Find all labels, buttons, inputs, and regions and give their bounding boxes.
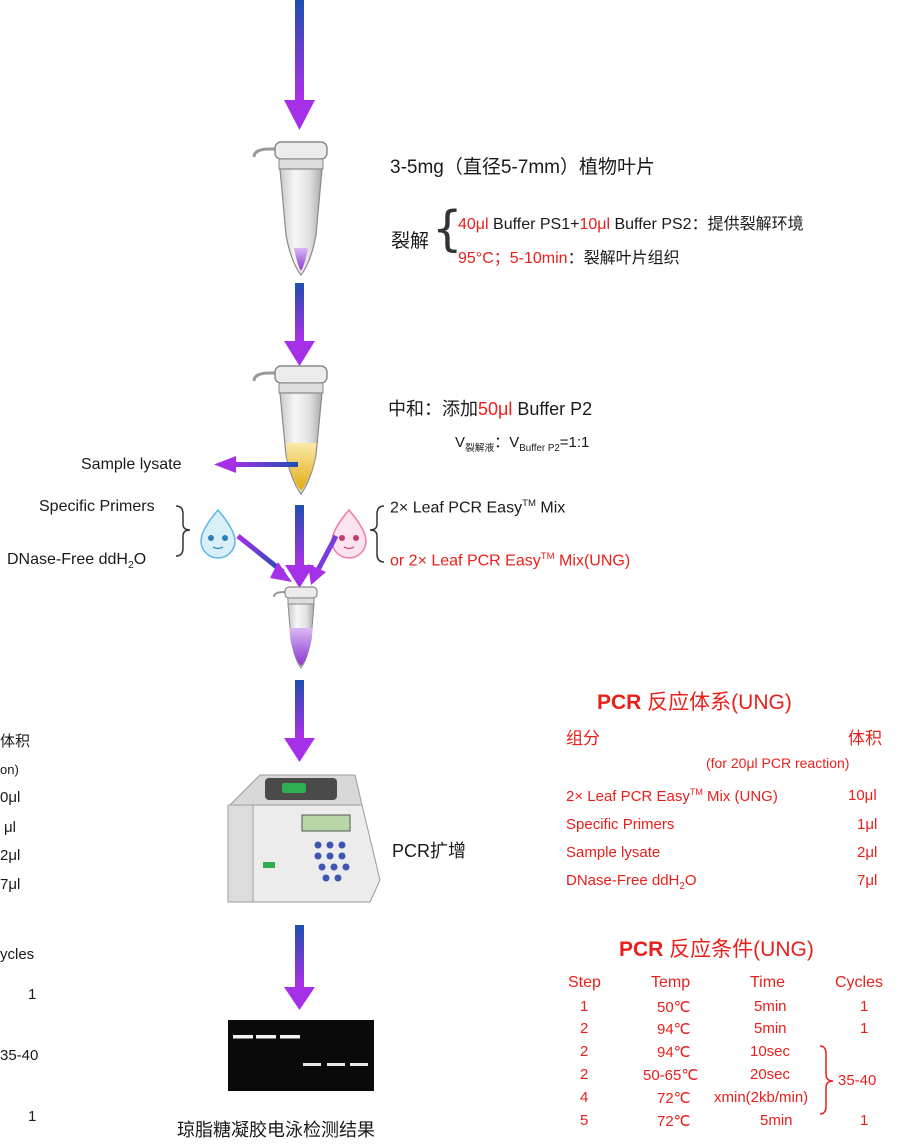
- left-val-1: 0μl: [0, 789, 21, 806]
- brace-mix: [369, 505, 385, 563]
- lysis-line-1: 40μl Buffer PS1+10μl Buffer PS2：提供裂解环境: [458, 216, 804, 233]
- reaction-note: (for 20μl PCR reaction): [706, 755, 850, 771]
- step-cell: 5: [580, 1112, 589, 1129]
- time-cell: 10sec: [750, 1043, 791, 1060]
- component-row: DNase-Free ddH2O: [566, 872, 697, 892]
- temp-cell: 72℃: [657, 1090, 691, 1107]
- droplet-blue-icon: [200, 508, 236, 559]
- left-cycles-3: 1: [28, 1108, 37, 1125]
- left-cycles-1: 1: [28, 986, 37, 1003]
- brace-cycles: [819, 1045, 834, 1115]
- arrow-primers-in: [236, 534, 292, 582]
- temp-cell: 50℃: [657, 999, 691, 1016]
- cycles-cell: 1: [860, 1020, 869, 1037]
- arrow-5: [284, 925, 315, 1010]
- tube-icon-lysis: [252, 141, 328, 276]
- lysis-brace: {: [432, 201, 463, 257]
- time-cell: 5min: [760, 1112, 793, 1129]
- header-cycles: Cycles: [835, 974, 884, 991]
- step-cell: 2: [580, 1043, 589, 1060]
- droplet-pink-icon: [331, 508, 367, 559]
- arrow-top: [284, 0, 315, 130]
- pcr-amplify-label: PCR扩增: [392, 841, 467, 861]
- step-cell: 1: [580, 998, 589, 1015]
- gel-image: [228, 1020, 374, 1091]
- temp-cell: 94℃: [657, 1021, 691, 1038]
- time-cell: 20sec: [750, 1066, 791, 1083]
- mix-option-2: or 2× Leaf PCR EasyTM Mix(UNG): [390, 551, 631, 570]
- mix-option-1: 2× Leaf PCR EasyTM Mix: [390, 498, 566, 517]
- component-volume: 2μl: [857, 844, 878, 861]
- temp-cell: 94℃: [657, 1044, 691, 1061]
- temp-cell: 72℃: [657, 1113, 691, 1130]
- sample-lysate-label: Sample lysate: [81, 456, 182, 473]
- arrow-mix-in: [308, 534, 339, 585]
- component-volume: 1μl: [857, 816, 878, 833]
- time-cell: 5min: [754, 1020, 787, 1037]
- reaction-conditions-title: PCR 反应条件(UNG): [619, 938, 814, 961]
- component-row: Specific Primers: [566, 816, 675, 833]
- ddh2o-label: DNase-Free ddH2O: [7, 551, 147, 572]
- step-cell: 2: [580, 1066, 589, 1083]
- lysis-line-2: 95°C；5-10min：裂解叶片组织: [458, 250, 680, 267]
- left-val-4: 7μl: [0, 876, 21, 893]
- arrow-sample-lysate: [214, 456, 298, 473]
- arrow-4: [284, 680, 315, 762]
- left-val-3: 2μl: [0, 847, 21, 864]
- group-cycles: 35-40: [838, 1072, 877, 1089]
- neutralization-line: 中和：添加50μl Buffer P2: [388, 399, 593, 419]
- left-cycles-header: ycles: [0, 946, 35, 963]
- specific-primers-label: Specific Primers: [39, 498, 155, 515]
- left-cycles-2: 35-40: [0, 1047, 39, 1064]
- component-volume: 7μl: [857, 872, 878, 889]
- step-cell: 4: [580, 1089, 589, 1106]
- step-cell: 2: [580, 1020, 589, 1037]
- time-cell: xmin(2kb/min): [714, 1089, 809, 1106]
- header-step: Step: [568, 974, 601, 991]
- component-volume: 10μl: [848, 787, 877, 804]
- cycles-cell: 1: [860, 998, 869, 1015]
- volume-ratio: V裂解液：VBuffer P2=1:1: [455, 434, 590, 454]
- volume-header: 体积: [848, 729, 882, 748]
- component-row: Sample lysate: [566, 844, 661, 861]
- arrow-3: [285, 505, 314, 588]
- gel-result-label: 琼脂糖凝胶电泳检测结果: [177, 1120, 375, 1140]
- brace-primers: [175, 505, 191, 557]
- tube-icon-neutral: [252, 365, 328, 496]
- lysis-label: 裂解: [391, 231, 430, 252]
- header-time: Time: [750, 974, 785, 991]
- component-row: 2× Leaf PCR EasyTM Mix (UNG): [566, 787, 778, 805]
- left-val-2: μl: [4, 819, 16, 836]
- left-col-header: 体积: [0, 733, 31, 750]
- arrow-2: [284, 283, 315, 366]
- tube-icon-pcr: [273, 586, 318, 669]
- header-temp: Temp: [651, 974, 691, 991]
- cycles-cell: 1: [860, 1112, 869, 1129]
- time-cell: 5min: [754, 998, 787, 1015]
- left-col-sub: on): [0, 762, 19, 777]
- sample-description: 3-5mg（直径5-7mm）植物叶片: [390, 157, 655, 178]
- temp-cell: 50-65℃: [643, 1067, 699, 1084]
- component-header: 组分: [566, 729, 600, 748]
- pcr-machine-icon: [227, 774, 381, 903]
- reaction-system-title: PCR 反应体系(UNG): [597, 691, 792, 714]
